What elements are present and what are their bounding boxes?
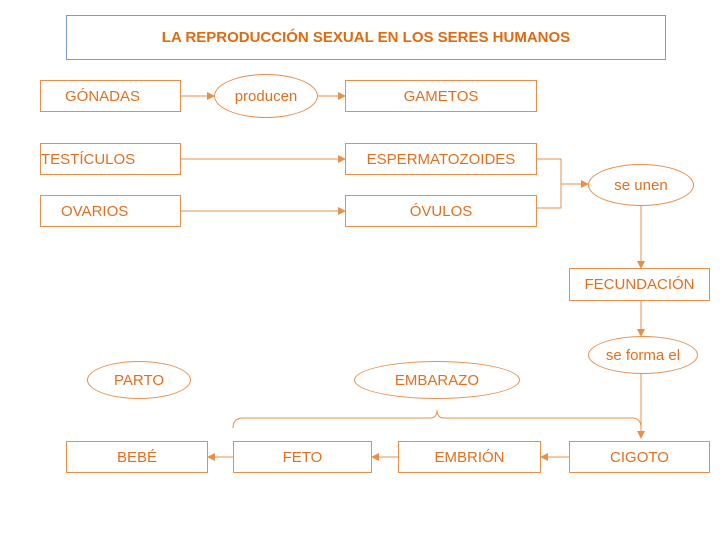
node-embrion: EMBRIÓN: [398, 441, 541, 473]
node-se-unen: se unen: [588, 164, 694, 206]
node-gonadas: GÓNADAS: [40, 80, 181, 112]
node-fecundacion: FECUNDACIÓN: [569, 268, 710, 301]
node-producen: producen: [214, 74, 318, 118]
brace-embarazo: [232, 409, 642, 429]
node-gametos: GAMETOS: [345, 80, 537, 112]
node-embarazo: EMBARAZO: [354, 361, 520, 399]
node-espermatozoides: ESPERMATOZOIDES: [345, 143, 537, 175]
diagram-title: LA REPRODUCCIÓN SEXUAL EN LOS SERES HUMA…: [66, 15, 666, 60]
node-se-forma-el: se forma el: [588, 336, 698, 374]
node-ovulos: ÓVULOS: [345, 195, 537, 227]
node-testiculos: TESTÍCULOS: [40, 143, 181, 175]
node-cigoto: CIGOTO: [569, 441, 710, 473]
node-feto: FETO: [233, 441, 372, 473]
node-ovarios: OVARIOS: [40, 195, 181, 227]
node-bebe: BEBÉ: [66, 441, 208, 473]
bracket-se-unen: [537, 158, 562, 209]
node-parto: PARTO: [87, 361, 191, 399]
